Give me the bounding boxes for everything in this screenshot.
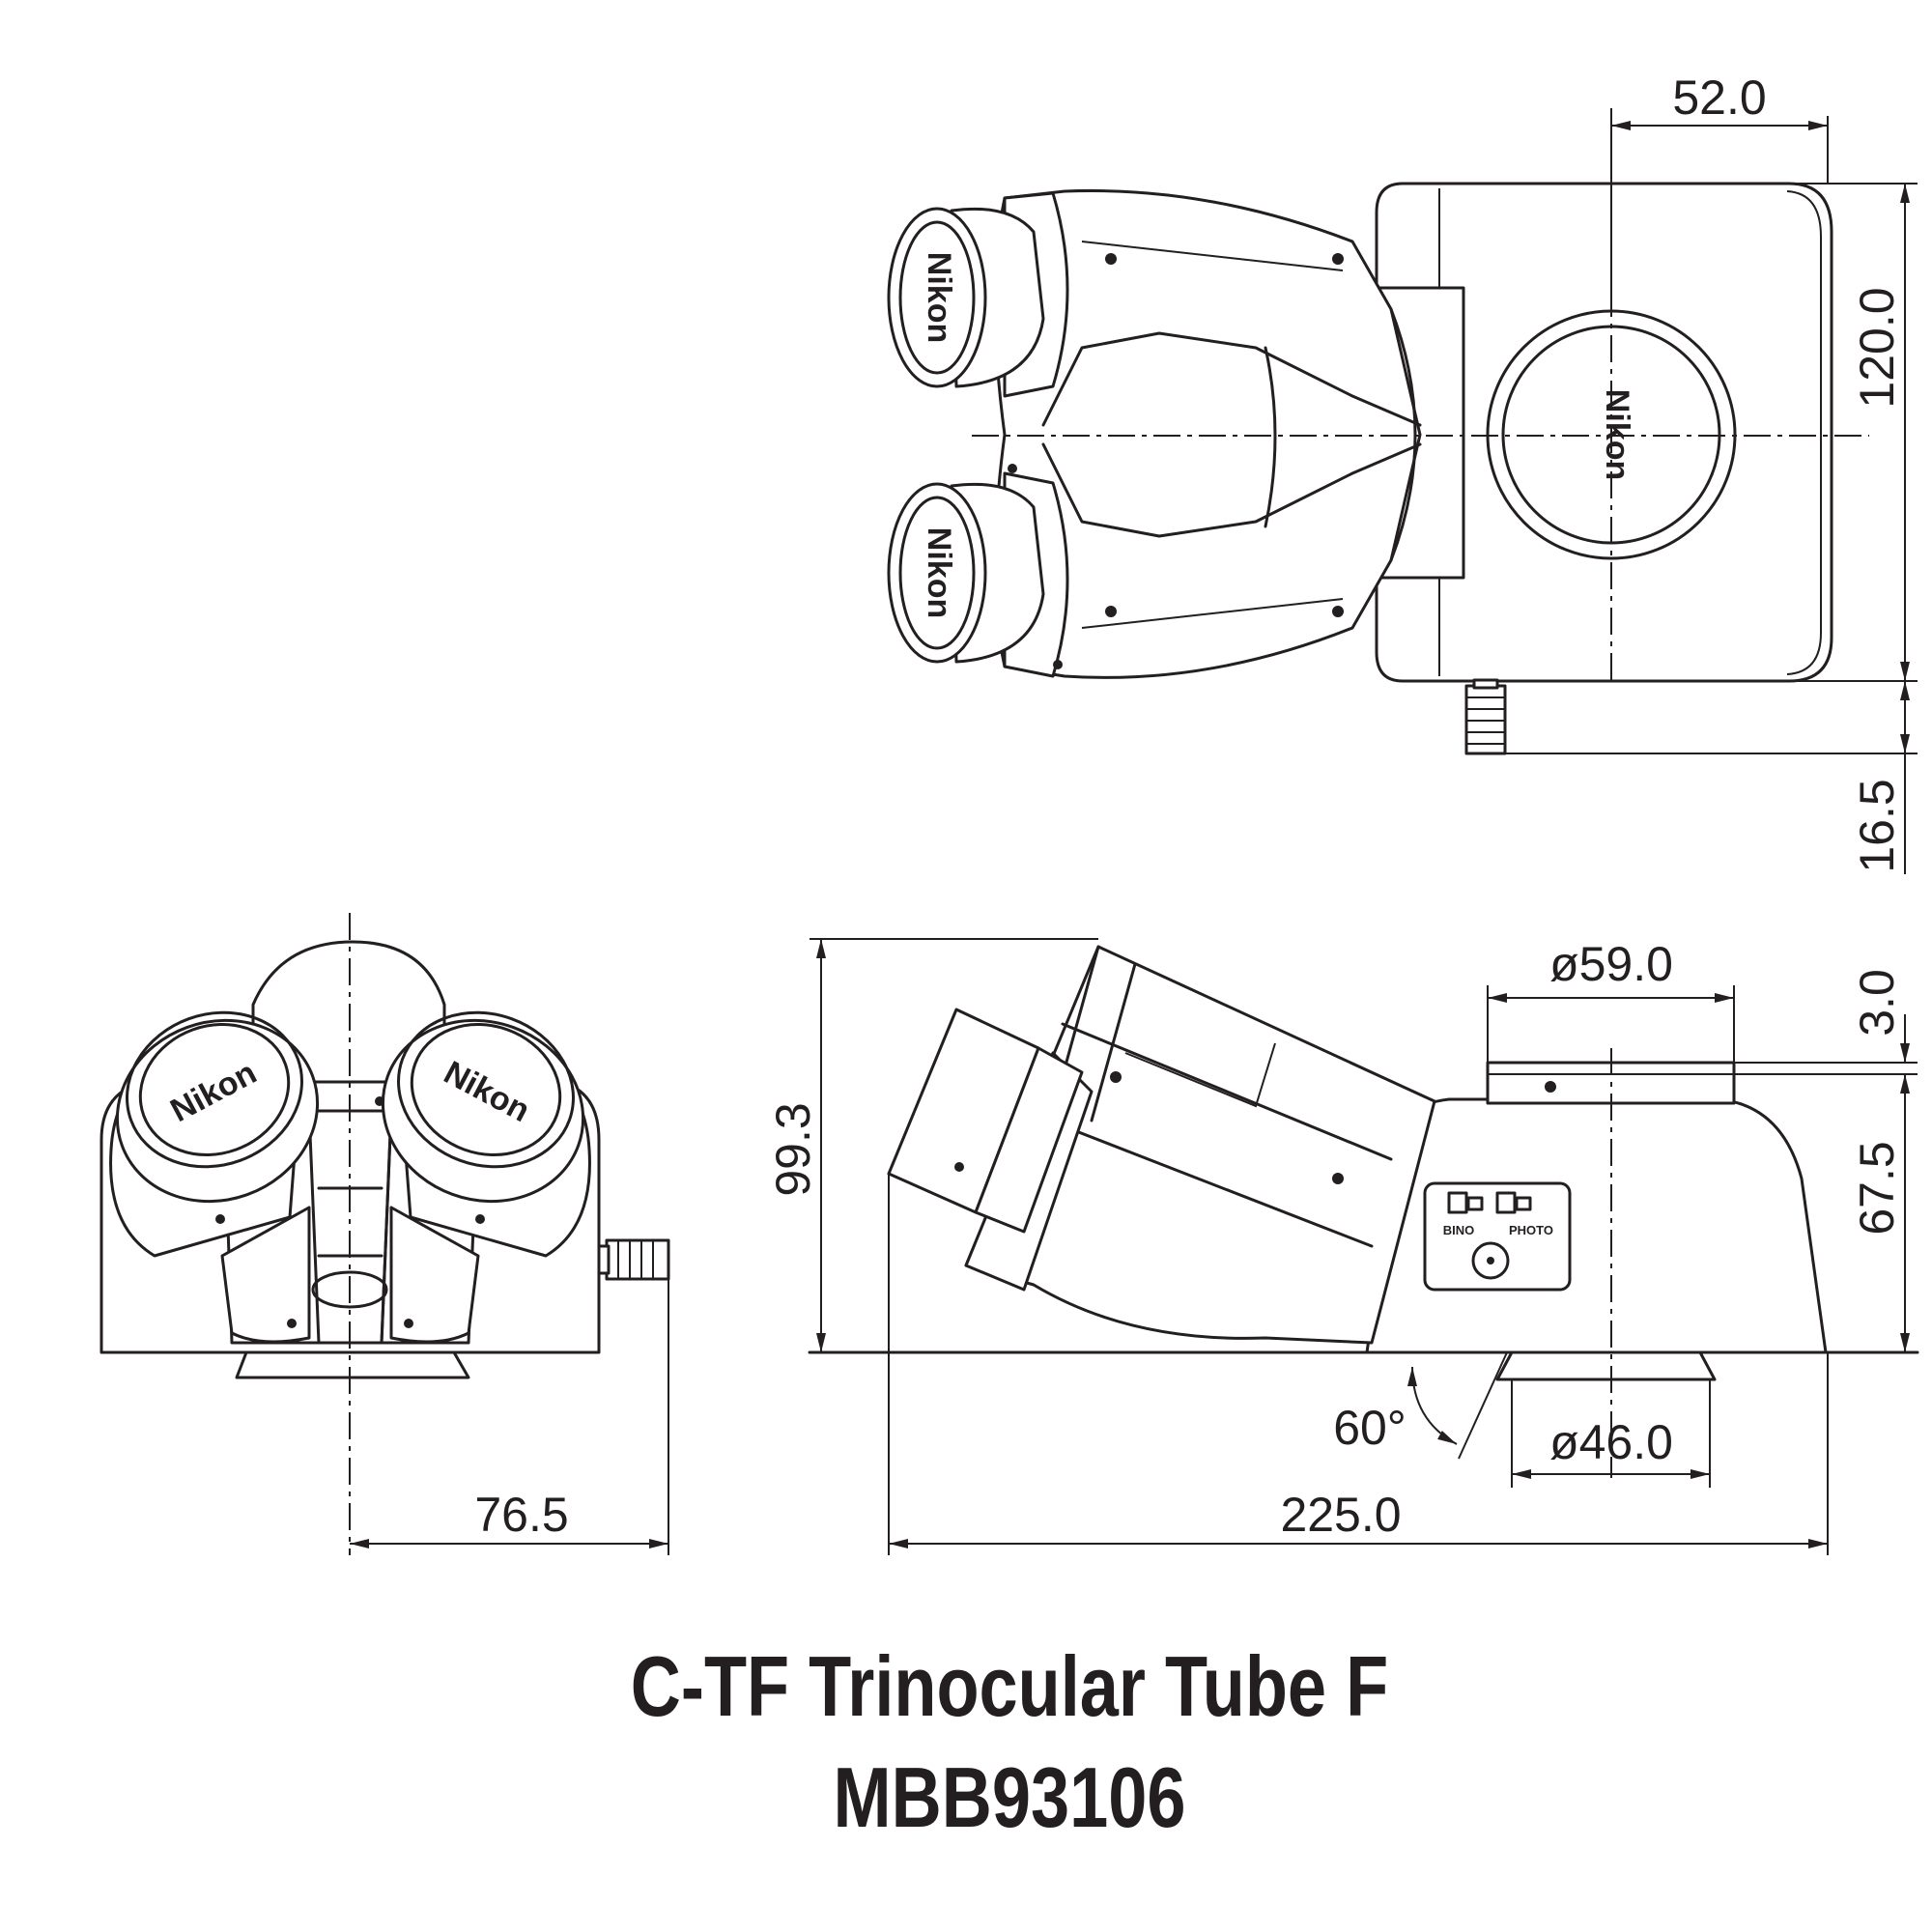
side-view-eyepiece [887, 1008, 1094, 1292]
side-view-bino-label: BINO [1443, 1223, 1475, 1237]
dim-120: 120.0 [1850, 287, 1904, 408]
side-view-control-panel [1423, 1181, 1572, 1292]
dim-60-deg: 60° [1333, 1401, 1406, 1455]
dim-16-5: 16.5 [1850, 779, 1904, 872]
front-view-eyepiece-left: Nikon [109, 1010, 320, 1258]
product-title: C-TF Trinocular Tube F [630, 1638, 1389, 1734]
top-view-eyepiece-upper: Nikon [887, 207, 1045, 388]
dim-diameter-46: ø46.0 [1549, 1415, 1673, 1469]
top-view: Nikon Nikon Nikon [887, 71, 1918, 874]
top-view-eyepiece-lower: Nikon [887, 482, 1045, 664]
front-view: Nikon Nikon 76.5 [99, 913, 670, 1555]
front-view-mount [235, 1350, 470, 1379]
side-view-mount [1495, 1350, 1717, 1381]
front-view-eyepiece-right: Nikon [381, 1010, 591, 1258]
dim-diameter-59: ø59.0 [1549, 937, 1673, 991]
dim-52: 52.0 [1672, 71, 1766, 125]
dim-76-5: 76.5 [474, 1488, 568, 1542]
dim-99-3: 99.3 [766, 1102, 820, 1196]
top-view-eyepiece-logo-upper: Nikon [921, 252, 957, 343]
part-number: MBB93106 [833, 1749, 1186, 1845]
dim-225: 225.0 [1280, 1488, 1401, 1542]
top-view-eyepiece-logo-lower: Nikon [921, 527, 957, 618]
dim-3-0: 3.0 [1850, 969, 1904, 1037]
dim-67-5: 67.5 [1850, 1141, 1904, 1235]
top-view-knob [1464, 678, 1507, 755]
side-view: BINO PHOTO 60° 99.3 [766, 937, 1919, 1555]
front-view-knob [597, 1238, 670, 1281]
side-view-photo-label: PHOTO [1509, 1223, 1553, 1237]
